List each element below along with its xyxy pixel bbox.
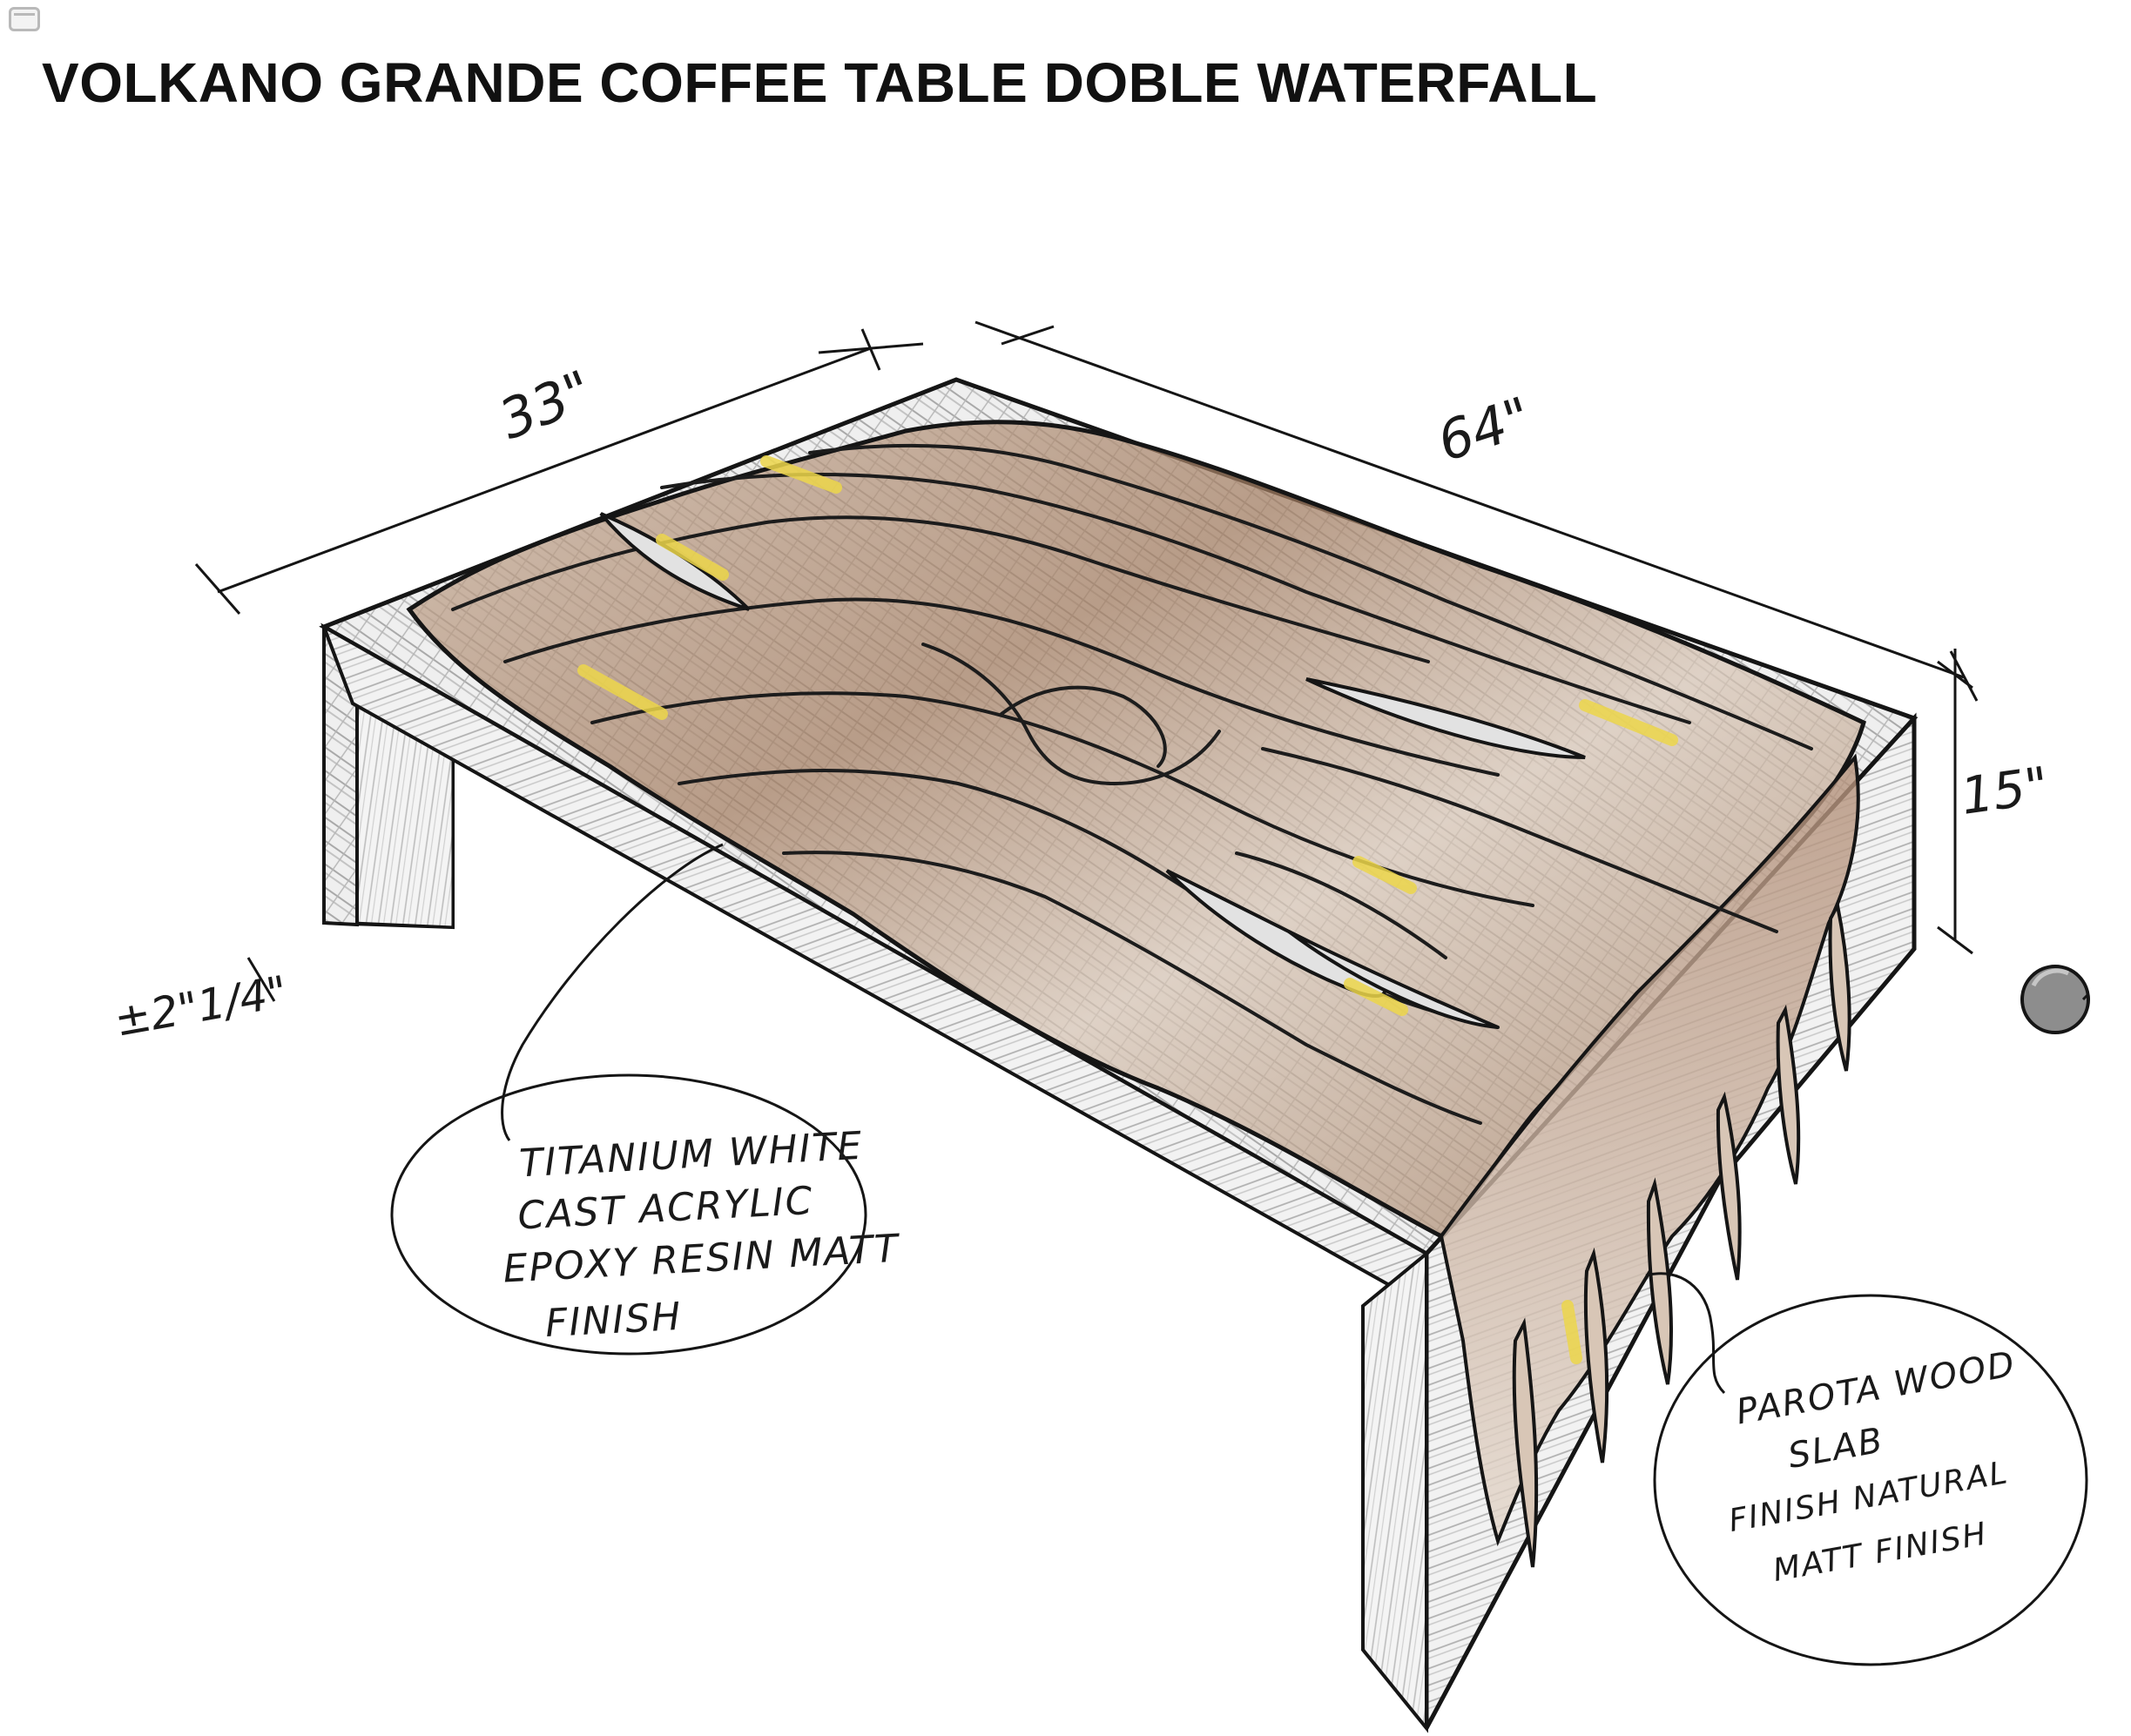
- material-swatch-icon[interactable]: [2020, 965, 2090, 1034]
- resin-callout-line-2: CAST ACRYLIC: [516, 1179, 814, 1239]
- resin-callout-bubble: [390, 1073, 867, 1356]
- wood-callout-text: PAROTA WOOD SLAB FINISH NATURAL MATT FIN…: [1726, 1344, 2019, 1589]
- yellow-highlights: [577, 455, 1678, 1364]
- width-dimension-label: 33": [490, 358, 601, 452]
- length-dimension-label: 64": [1430, 385, 1539, 474]
- right-leg-front: [1361, 1249, 1428, 1733]
- wood-callout-leader: [1645, 1272, 1726, 1395]
- wood-callout-line-1: PAROTA WOOD: [1733, 1344, 2019, 1433]
- page-title: VOLKANO GRANDE COFFEE TABLE DOBLE WATERF…: [42, 51, 1598, 114]
- resin-callout-line-4: FINISH: [544, 1295, 684, 1346]
- resin-inlays: [599, 512, 1586, 1029]
- resin-callout-text: TITANIUM WHITE CAST ACRYLIC EPOXY RESIN …: [502, 1124, 902, 1346]
- thickness-tick: [246, 957, 276, 1002]
- width-dimension-line: [194, 328, 924, 615]
- wood-callout-line-2: SLAB: [1785, 1420, 1887, 1476]
- waterfall-drips: [1512, 900, 1851, 1568]
- height-dimension-label: 15": [1957, 756, 2052, 826]
- wood-grain-lines: [451, 443, 1813, 1125]
- resin-callout-leader: [501, 843, 724, 1141]
- resin-callout-line-1: TITANIUM WHITE: [518, 1124, 864, 1187]
- thickness-dimension-label: ±2"1/4": [111, 966, 291, 1046]
- wood-callout-line-4: MATT FINISH: [1770, 1516, 1991, 1589]
- window-icon[interactable]: [9, 7, 40, 31]
- wood-callout-bubble: [1653, 1294, 2088, 1666]
- height-dimension-line: [1937, 649, 1973, 955]
